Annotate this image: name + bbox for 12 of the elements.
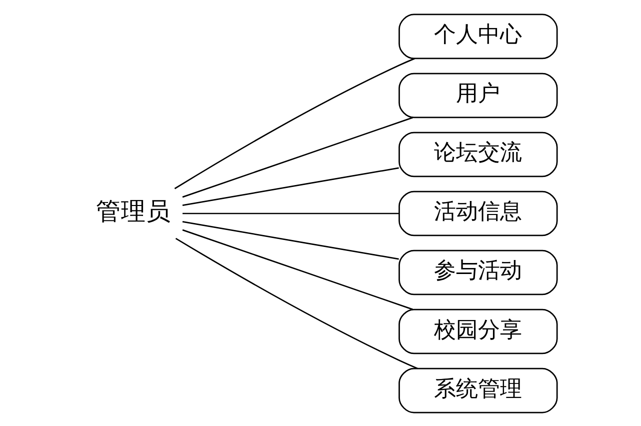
node-box: 个人中心 — [398, 13, 558, 59]
node-text: 管理员 — [96, 196, 171, 226]
connector — [182, 212, 398, 214]
node-box: 参与活动 — [398, 249, 558, 295]
node-box: 用户 — [398, 72, 558, 118]
node-box: 论坛交流 — [398, 131, 558, 177]
connector — [182, 220, 398, 260]
connector — [182, 116, 413, 198]
node-box: 活动信息 — [398, 190, 558, 236]
node-box: 系统管理 — [398, 367, 558, 413]
connector — [182, 166, 398, 206]
node-box: 校园分享 — [398, 308, 558, 354]
